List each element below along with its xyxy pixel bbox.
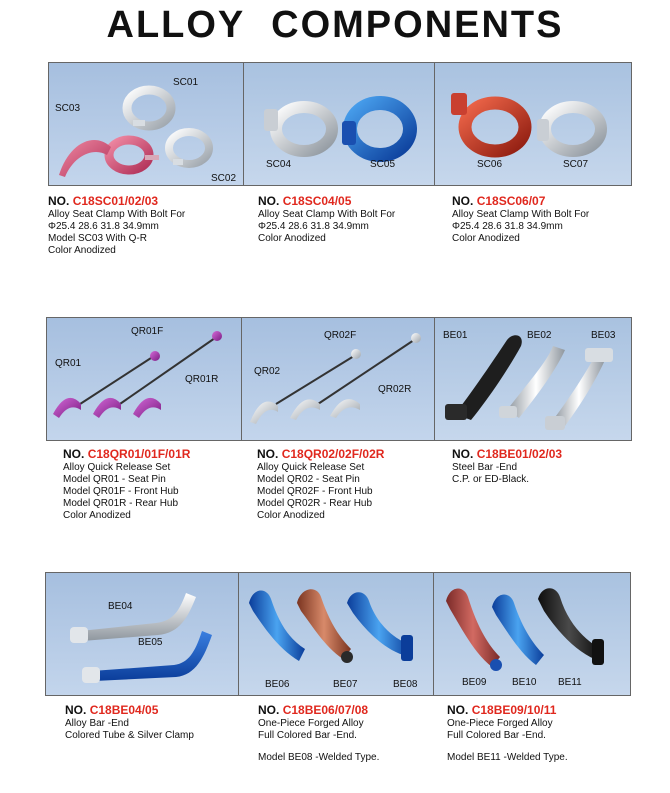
product-caption: NO. C18SC01/02/03 Alloy Seat Clamp With …	[48, 194, 258, 257]
item-number-prefix: NO.	[65, 703, 87, 717]
photo-label: BE08	[393, 679, 418, 690]
product-caption: NO. C18SC04/05 Alloy Seat Clamp With Bol…	[258, 194, 468, 245]
model-code: C18SC01/02/03	[72, 194, 159, 208]
page-title: ALLOY COMPONENTS	[106, 4, 564, 46]
photo-label: BE04	[108, 601, 133, 612]
photo-label: SC04	[266, 159, 291, 170]
item-number-prefix: NO.	[447, 703, 469, 717]
item-number-prefix: NO.	[258, 703, 280, 717]
photo-label: SC06	[477, 159, 502, 170]
product-caption: NO. C18BE06/07/08 One-Piece Forged Alloy…	[258, 703, 468, 764]
spec-line: Model QR02R - Rear Hub	[257, 498, 373, 509]
photo-label: BE09	[462, 677, 487, 688]
spec-line: Model QR01R - Rear Hub	[63, 498, 179, 509]
photo-label: SC03	[55, 103, 80, 114]
model-code: C18BE09/10/11	[471, 703, 557, 717]
item-number-prefix: NO.	[452, 194, 474, 208]
spec-line: Color Anodized	[258, 233, 326, 244]
photo-label: QR02R	[378, 384, 411, 395]
model-code: C18SC04/05	[282, 194, 352, 208]
photo-label: BE11	[558, 677, 582, 688]
product-caption: NO. C18QR02/02F/02R Alloy Quick Release …	[257, 447, 467, 522]
product-photo-sc06-07: SC06 SC07	[434, 62, 632, 186]
product-photo-qr02: QR02F QR02 QR02R	[241, 317, 439, 441]
product-caption: NO. C18BE09/10/11 One-Piece Forged Alloy…	[447, 703, 657, 764]
spec-line: Color Anodized	[452, 233, 520, 244]
item-number-prefix: NO.	[63, 447, 85, 461]
photo-label: SC02	[211, 173, 236, 184]
photo-label: BE07	[333, 679, 358, 690]
product-photo-be01-02-03: BE01 BE02 BE03	[434, 317, 632, 441]
product-caption: NO. C18QR01/01F/01R Alloy Quick Release …	[63, 447, 273, 522]
photo-label: BE03	[591, 330, 616, 341]
product-photo-sc04-05: SC04 SC05	[243, 62, 441, 186]
photo-label: SC01	[173, 77, 198, 88]
spec-line: Colored Tube & Silver Clamp	[65, 730, 194, 741]
item-number-prefix: NO.	[258, 194, 280, 208]
model-note: Model BE08 -Welded Type.	[258, 752, 380, 763]
spec-line: Color Anodized	[63, 510, 131, 521]
photo-label: QR02	[254, 366, 281, 377]
spec-line: Color Anodized	[48, 245, 116, 256]
spec-line: Alloy Quick Release Set	[257, 462, 365, 473]
photo-label: QR01	[55, 358, 82, 369]
spec-line: Steel Bar -End	[452, 462, 518, 473]
product-photo-be06-07-08: BE06 BE07 BE08	[238, 572, 436, 696]
photo-label: SC05	[370, 159, 395, 170]
spec-line: Model QR01F - Front Hub	[63, 486, 179, 497]
spec-line: C.P. or ED-Black.	[452, 474, 530, 485]
item-number-prefix: NO.	[452, 447, 474, 461]
spec-line: Φ25.4 28.6 31.8 34.9mm	[258, 221, 369, 232]
model-code: C18SC06/07	[476, 194, 546, 208]
spec-line: Full Colored Bar -End.	[258, 730, 357, 741]
photo-label: QR02F	[324, 330, 356, 341]
model-code: C18QR01/01F/01R	[87, 447, 191, 461]
product-photo-be04-05: BE04 BE05	[45, 572, 243, 696]
spec-line: One-Piece Forged Alloy	[258, 718, 364, 729]
spec-line: Model SC03 With Q-R	[48, 233, 147, 244]
photo-label: BE06	[265, 679, 290, 690]
spec-line: Model QR01 - Seat Pin	[63, 474, 166, 485]
spec-line: Φ25.4 28.6 31.8 34.9mm	[48, 221, 159, 232]
model-code: C18BE04/05	[89, 703, 159, 717]
photo-label: BE10	[512, 677, 537, 688]
product-photo-qr01: QR01F QR01 QR01R	[46, 317, 244, 441]
model-code: C18QR02/02F/02R	[281, 447, 385, 461]
photo-label: BE01	[443, 330, 468, 341]
model-code: C18BE06/07/08	[282, 703, 369, 717]
spec-line: Φ25.4 28.6 31.8 34.9mm	[452, 221, 563, 232]
product-caption: NO. C18BE01/02/03 Steel Bar -End C.P. or…	[452, 447, 662, 486]
spec-line: Alloy Seat Clamp With Bolt For	[48, 209, 186, 220]
model-code: C18BE01/02/03	[476, 447, 563, 461]
spec-line: Alloy Seat Clamp With Bolt For	[258, 209, 396, 220]
photo-label: BE02	[527, 330, 552, 341]
spec-line: Alloy Quick Release Set	[63, 462, 171, 473]
product-caption: NO. C18BE04/05 Alloy Bar -End Colored Tu…	[65, 703, 275, 742]
spec-line: Color Anodized	[257, 510, 325, 521]
photo-label: QR01F	[131, 326, 163, 337]
model-note: Model BE11 -Welded Type.	[447, 752, 568, 763]
spec-line: Model QR02 - Seat Pin	[257, 474, 360, 485]
product-caption: NO. C18SC06/07 Alloy Seat Clamp With Bol…	[452, 194, 662, 245]
item-number-prefix: NO.	[257, 447, 279, 461]
photo-label: QR01R	[185, 374, 218, 385]
spec-line: Model QR02F - Front Hub	[257, 486, 373, 497]
spec-line: Alloy Bar -End	[65, 718, 129, 729]
item-number-prefix: NO.	[48, 194, 70, 208]
spec-line: One-Piece Forged Alloy	[447, 718, 553, 729]
photo-label: BE05	[138, 637, 163, 648]
product-photo-be09-10-11: BE09 BE10 BE11	[433, 572, 631, 696]
spec-line: Full Colored Bar -End.	[447, 730, 546, 741]
photo-label: SC07	[563, 159, 588, 170]
product-photo-sc01-02-03: SC01 SC03 SC02	[48, 62, 246, 186]
spec-line: Alloy Seat Clamp With Bolt For	[452, 209, 590, 220]
